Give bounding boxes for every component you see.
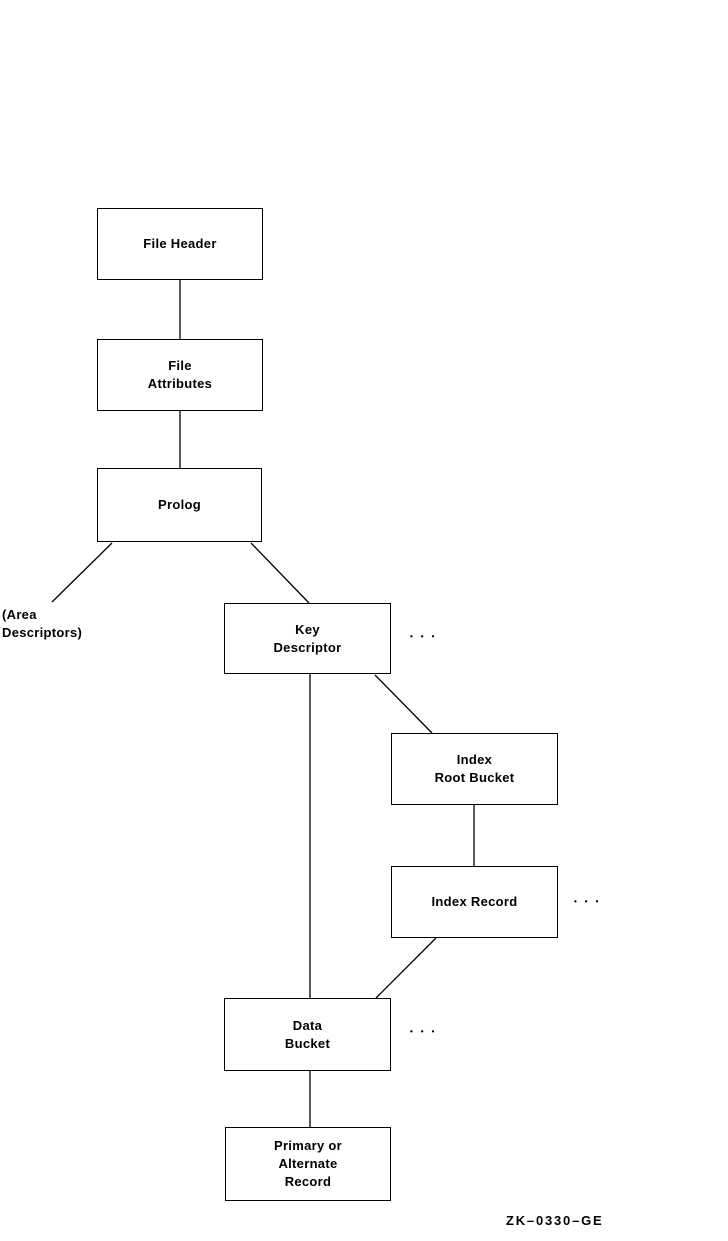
node-key-descriptor: Key Descriptor xyxy=(224,603,391,674)
node-key-descriptor-label: Key Descriptor xyxy=(273,621,342,655)
edge-index-record-to-data-bucket xyxy=(375,937,437,999)
annotation-area-descriptors: (Area Descriptors) xyxy=(2,607,83,640)
node-primary-alternate-record: Primary or Alternate Record xyxy=(225,1127,391,1201)
node-index-root-bucket-label: Index Root Bucket xyxy=(434,752,515,785)
edge-key-descriptor-to-index-root-bucket xyxy=(374,674,433,734)
node-index-record: Index Record xyxy=(391,866,558,938)
node-data-bucket-label: Data Bucket xyxy=(284,1017,331,1051)
node-data-bucket: Data Bucket xyxy=(224,998,391,1071)
ellipsis-icon-key-descriptor: ••• xyxy=(410,632,443,641)
node-primary-alternate-record-label: Primary or Alternate Record xyxy=(273,1138,343,1189)
edge-prolog-to-key-descriptor xyxy=(250,542,310,604)
ellipsis-icon-index-record: ••• xyxy=(574,897,607,906)
node-index-record-label: Index Record xyxy=(431,894,518,909)
node-file-header: File Header xyxy=(97,208,263,280)
node-file-attributes-label: File Attributes xyxy=(147,358,213,391)
node-file-header-label: File Header xyxy=(143,236,217,251)
node-prolog: Prolog xyxy=(97,468,262,542)
node-index-root-bucket: Index Root Bucket xyxy=(391,733,558,805)
node-file-attributes: File Attributes xyxy=(97,339,263,411)
figure-id-label: ZK–0330–GE xyxy=(506,1213,604,1228)
ellipsis-icon-data-bucket: ••• xyxy=(410,1027,443,1036)
node-prolog-label: Prolog xyxy=(158,497,201,512)
edge-prolog-to-area-descriptors xyxy=(51,542,113,603)
